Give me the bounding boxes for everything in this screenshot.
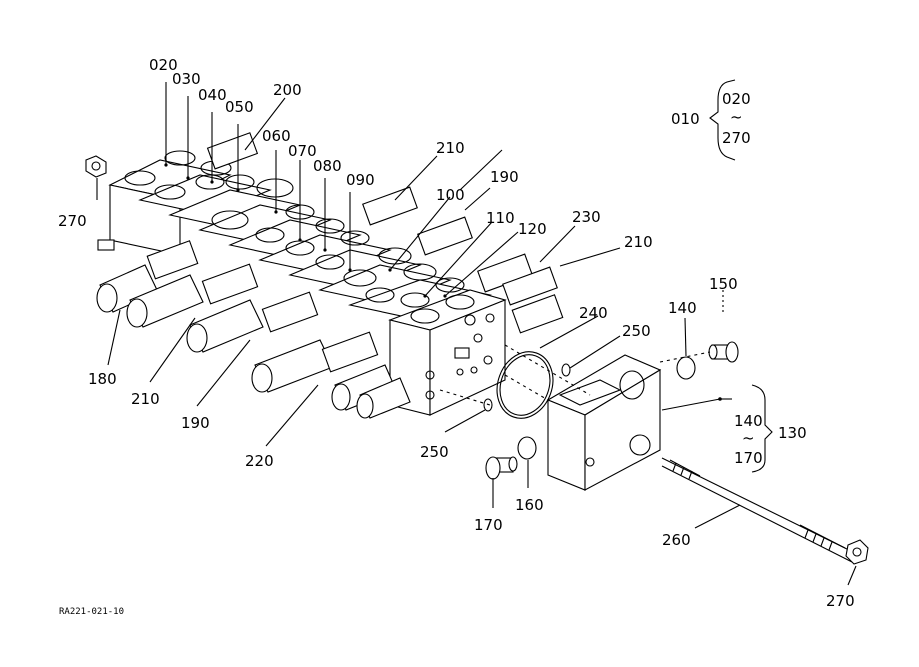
range-to-label: 270 xyxy=(722,129,751,147)
control-valve-stack xyxy=(96,132,564,419)
o-ring-large xyxy=(496,351,554,419)
o-ring-small xyxy=(483,356,696,460)
range-bracket-130 xyxy=(720,384,773,473)
callout-260: 260 xyxy=(662,531,691,549)
callout-250-top: 250 xyxy=(622,322,651,340)
plug xyxy=(708,341,739,363)
callout-020: 020 xyxy=(149,56,178,74)
plug xyxy=(485,456,518,480)
callout-190-top: 190 xyxy=(490,168,519,186)
nut xyxy=(85,155,107,178)
subrange-tilde: ~ xyxy=(742,429,755,447)
subrange-to-label: 170 xyxy=(734,449,763,467)
leader-lines xyxy=(96,82,857,586)
callout-150: 150 xyxy=(709,275,738,293)
subrange-assembly-label: 130 xyxy=(778,424,807,442)
nut xyxy=(845,539,869,565)
spool-cap xyxy=(356,377,411,419)
callout-labels: 020 030 040 050 200 060 070 080 090 210 … xyxy=(58,56,855,617)
callout-210-top: 210 xyxy=(436,139,465,157)
callout-220: 220 xyxy=(245,452,274,470)
callout-170: 170 xyxy=(474,516,503,534)
callout-200: 200 xyxy=(273,81,302,99)
spool-cap xyxy=(96,264,159,313)
callout-120: 120 xyxy=(518,220,547,238)
callout-050: 050 xyxy=(225,98,254,116)
callout-140: 140 xyxy=(668,299,697,317)
callout-210-bottom: 210 xyxy=(131,390,160,408)
callout-250-bottom: 250 xyxy=(420,443,449,461)
callout-100: 100 xyxy=(436,186,465,204)
callout-240: 240 xyxy=(579,304,608,322)
callout-160: 160 xyxy=(515,496,544,514)
callout-270-left: 270 xyxy=(58,212,87,230)
callout-dots xyxy=(164,163,722,401)
callout-110: 110 xyxy=(486,209,515,227)
relief-valves xyxy=(206,132,564,334)
range-bracket-010 xyxy=(709,79,736,161)
range-start-label: 010 xyxy=(671,110,700,128)
callout-090: 090 xyxy=(346,171,375,189)
spool-cap xyxy=(186,299,264,353)
range-tilde: ~ xyxy=(730,108,743,126)
spool-end-caps xyxy=(96,239,411,419)
spool-cap xyxy=(251,339,334,393)
callout-270-bottom: 270 xyxy=(826,592,855,610)
callout-180: 180 xyxy=(88,370,117,388)
subrange-from-label: 140 xyxy=(734,412,763,430)
callout-070: 070 xyxy=(288,142,317,160)
tie-rod xyxy=(661,457,856,563)
callout-190-bottom: 190 xyxy=(181,414,210,432)
callout-230: 230 xyxy=(572,208,601,226)
range-from-label: 020 xyxy=(722,90,751,108)
callout-040: 040 xyxy=(198,86,227,104)
callout-030: 030 xyxy=(172,70,201,88)
end-cover-assembly xyxy=(546,354,662,491)
spool-cap xyxy=(126,274,204,328)
callout-210-right: 210 xyxy=(624,233,653,251)
callout-060: 060 xyxy=(262,127,291,145)
spool-cap xyxy=(331,364,397,411)
callout-080: 080 xyxy=(313,157,342,175)
drawing-code: RA221-021-10 xyxy=(59,607,124,617)
